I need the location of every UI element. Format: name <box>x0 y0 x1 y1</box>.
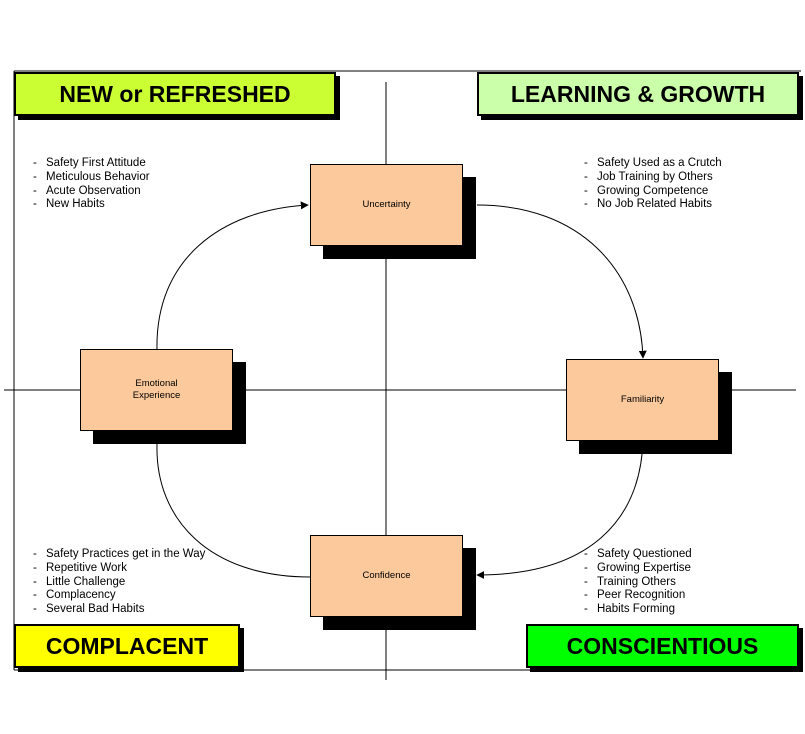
arc-emotional-to-uncertainty <box>156 201 309 351</box>
list-new-or-refreshed: Safety First Attitude Meticulous Behavio… <box>32 157 150 212</box>
list-item: Training Others <box>583 576 692 590</box>
state-box-familiarity: Familiarity <box>566 359 719 441</box>
list-item: Peer Recognition <box>583 589 692 603</box>
list-learning-growth: Safety Used as a Crutch Job Training by … <box>583 157 722 212</box>
list-item: Safety First Attitude <box>32 157 150 171</box>
list-item: Little Challenge <box>32 576 206 590</box>
list-item: Safety Practices get in the Way <box>32 548 206 562</box>
quadrant-title-new-or-refreshed: NEW or REFRESHED <box>14 72 336 116</box>
list-item: Repetitive Work <box>32 562 206 576</box>
list-item: Growing Expertise <box>583 562 692 576</box>
arc-familiarity-to-confidence <box>476 440 644 579</box>
list-conscientious: Safety Questioned Growing Expertise Trai… <box>583 548 692 617</box>
list-item: New Habits <box>32 198 150 212</box>
list-item: No Job Related Habits <box>583 198 722 212</box>
quadrant-title-conscientious: CONSCIENTIOUS <box>526 624 799 668</box>
list-item: Several Bad Habits <box>32 603 206 617</box>
state-box-emotional-experience: Emotional Experience <box>80 349 233 431</box>
list-item: Safety Questioned <box>583 548 692 562</box>
list-item: Meticulous Behavior <box>32 171 150 185</box>
quadrant-title-learning-growth: LEARNING & GROWTH <box>477 72 799 116</box>
list-item: Habits Forming <box>583 603 692 617</box>
list-item: Job Training by Others <box>583 171 722 185</box>
state-box-uncertainty: Uncertainty <box>310 164 463 246</box>
list-item: Acute Observation <box>32 185 150 199</box>
arc-confidence-to-emotional <box>156 443 311 578</box>
list-item: Safety Used as a Crutch <box>583 157 722 171</box>
list-item: Complacency <box>32 589 206 603</box>
state-box-confidence: Confidence <box>310 535 463 617</box>
list-item: Growing Competence <box>583 185 722 199</box>
arc-uncertainty-to-familiarity <box>476 204 647 359</box>
quadrant-title-complacent: COMPLACENT <box>14 624 240 668</box>
list-complacent: Safety Practices get in the Way Repetiti… <box>32 548 206 622</box>
